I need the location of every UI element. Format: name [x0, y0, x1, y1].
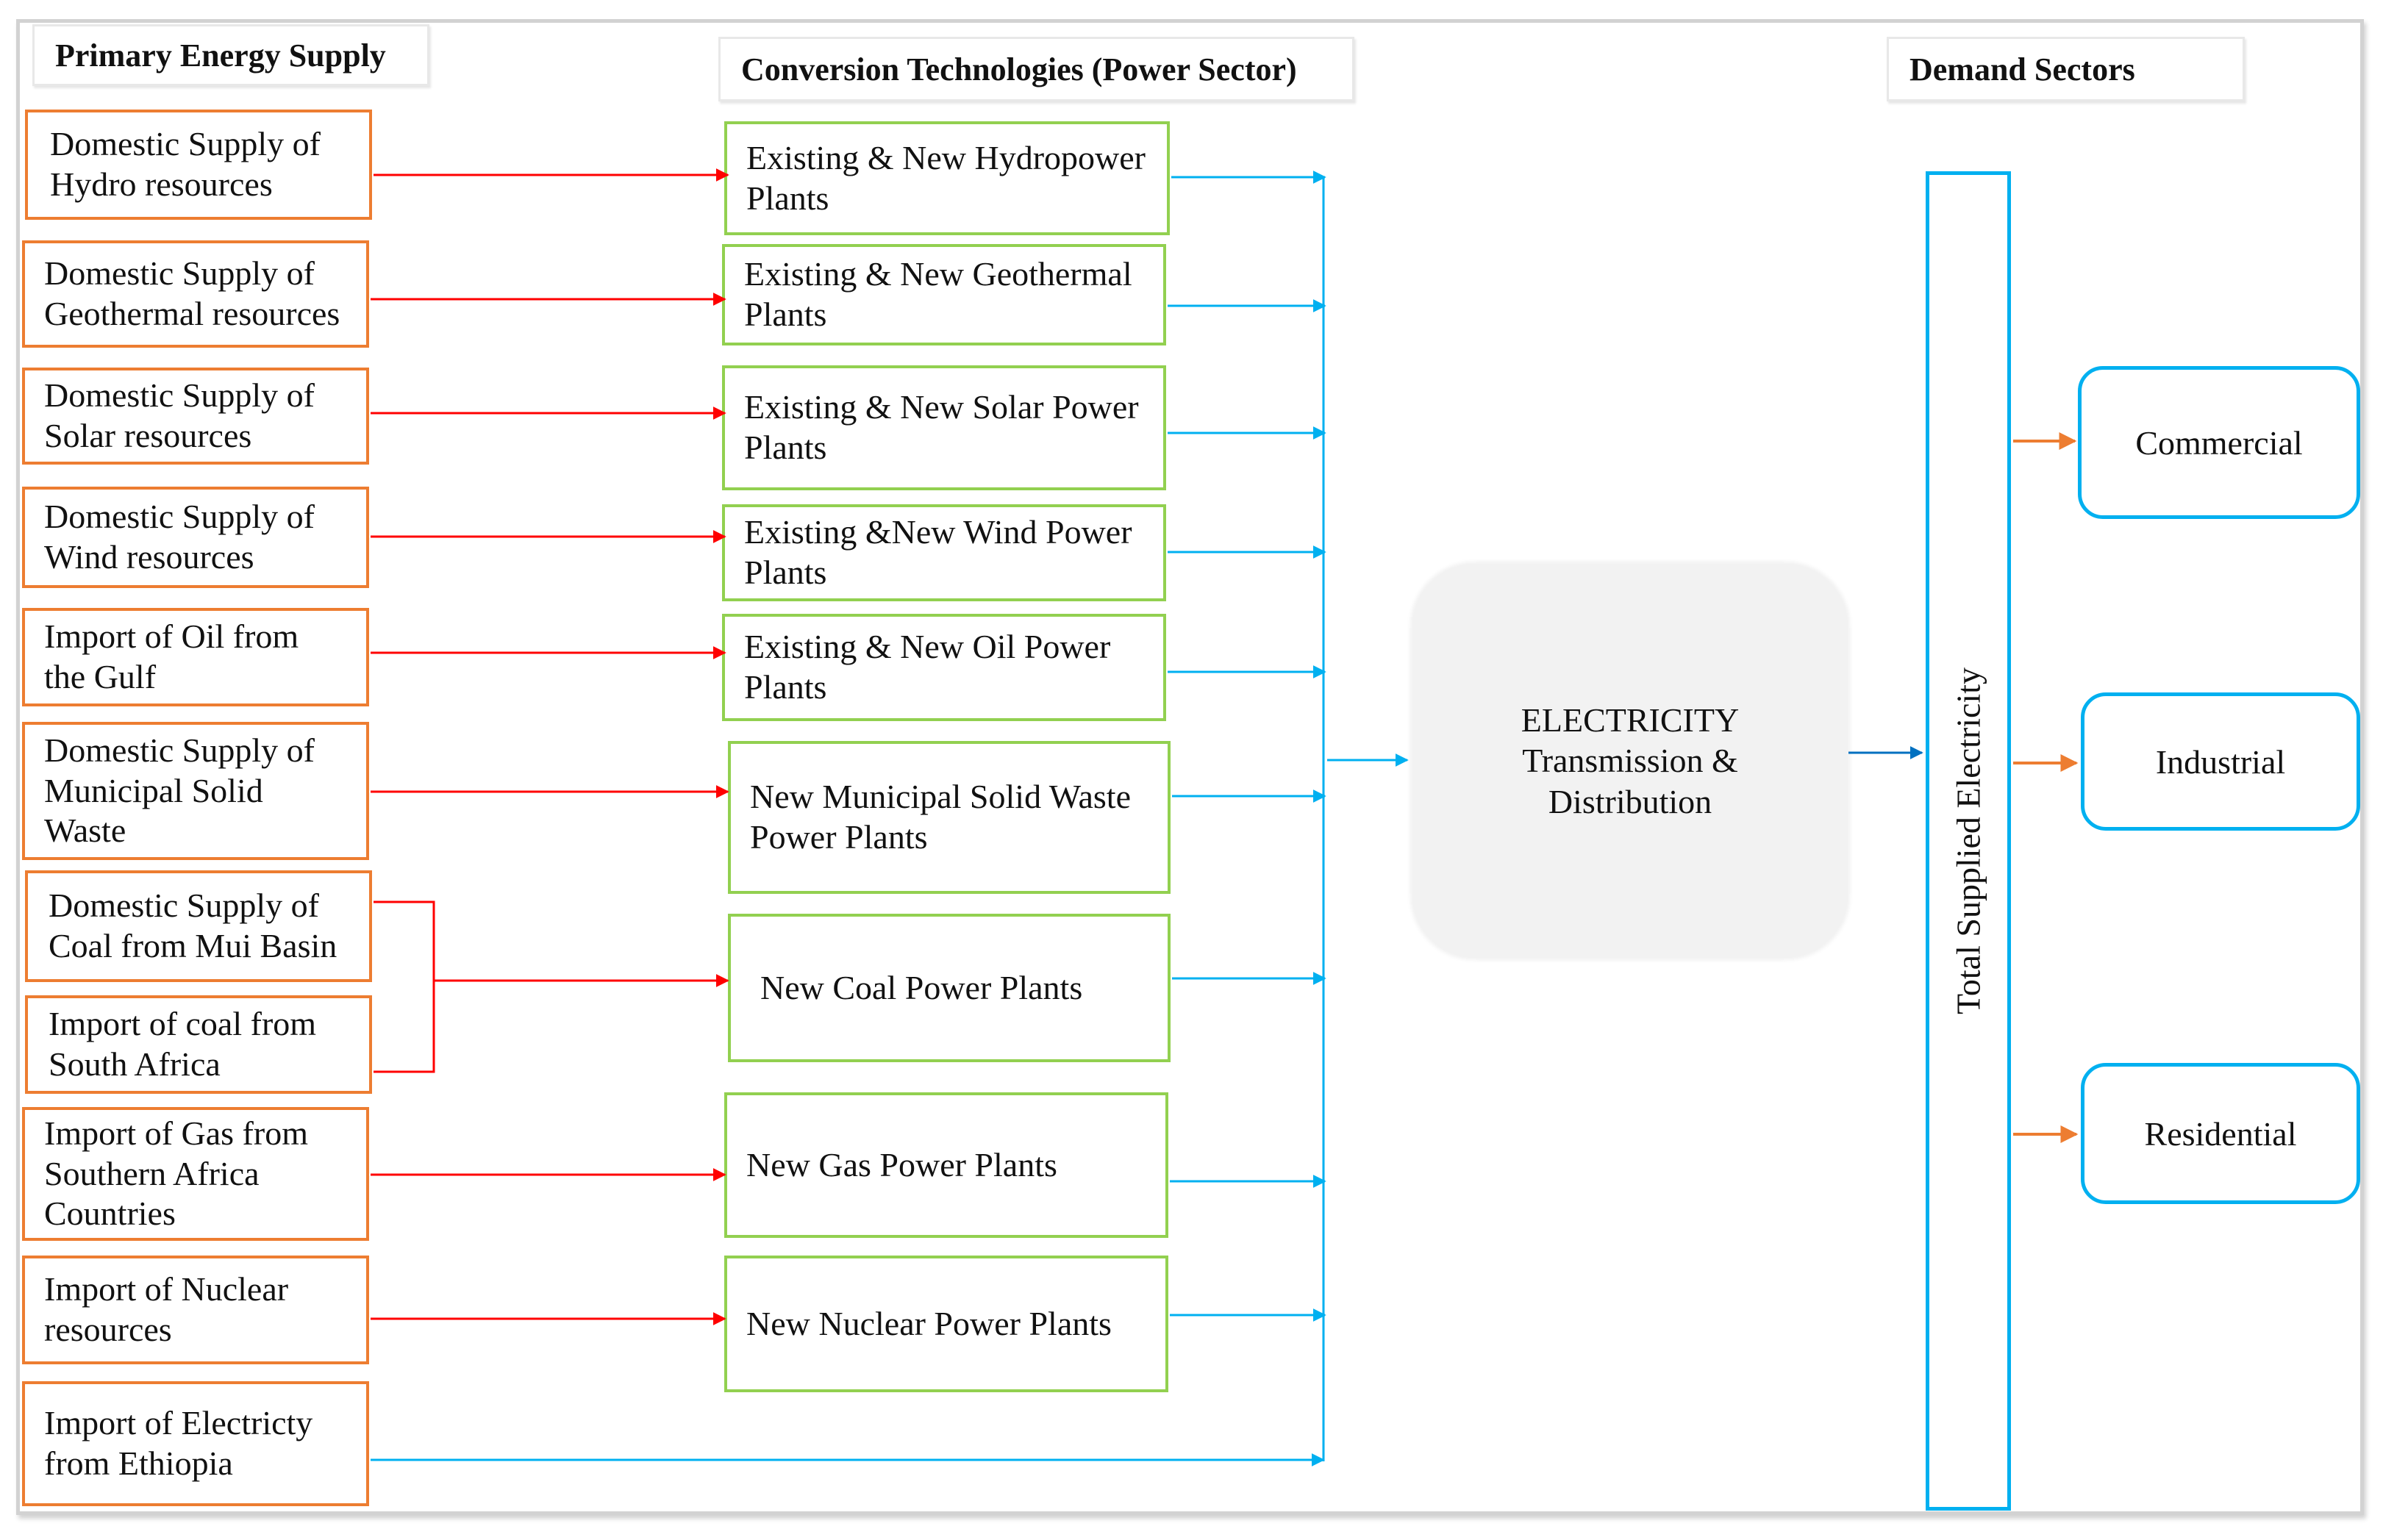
center-line-1: ELECTRICITY [1521, 701, 1740, 739]
header-demand-sectors: Demand Sectors [1887, 37, 2245, 101]
electricity-transmission-distribution: ELECTRICITY Transmission & Distribution [1413, 565, 1847, 957]
tech-nuclear: New Nuclear Power Plants [724, 1256, 1168, 1392]
header-primary-energy-supply: Primary Energy Supply [32, 24, 429, 86]
tech-geothermal: Existing & New Geothermal Plants [722, 244, 1166, 345]
source-msw: Domestic Supply of Municipal Solid Waste [22, 722, 369, 860]
center-line-2: Transmission & [1522, 742, 1738, 780]
source-coal-south-africa: Import of coal from South Africa [25, 995, 372, 1094]
tech-wind: Existing &New Wind Power Plants [722, 504, 1166, 601]
source-electricity-ethiopia: Import of Electricty from Ethiopia [22, 1381, 369, 1506]
demand-commercial: Commercial [2078, 366, 2360, 519]
source-coal-mui: Domestic Supply of Coal from Mui Basin [25, 870, 372, 982]
header-conversion-technologies: Conversion Technologies (Power Sector) [718, 37, 1354, 101]
center-line-3: Distribution [1548, 782, 1712, 820]
demand-residential: Residential [2081, 1063, 2360, 1204]
tech-hydropower: Existing & New Hydropower Plants [724, 121, 1170, 235]
total-supplied-electricity-bar: Total Supplied Electricity [1926, 171, 2011, 1511]
source-nuclear: Import of Nuclear resources [22, 1256, 369, 1364]
connector-coal-bracket [374, 900, 435, 1073]
tech-gas: New Gas Power Plants [724, 1092, 1168, 1238]
tech-solar: Existing & New Solar Power Plants [722, 365, 1166, 490]
source-gas: Import of Gas from Southern Africa Count… [22, 1107, 369, 1241]
source-wind: Domestic Supply of Wind resources [22, 487, 369, 588]
tech-msw: New Municipal Solid Waste Power Plants [728, 741, 1171, 894]
diagram-frame [16, 19, 2364, 1515]
source-geothermal: Domestic Supply of Geothermal resources [22, 240, 369, 348]
source-oil: Import of Oil from the Gulf [22, 608, 369, 706]
source-solar: Domestic Supply of Solar resources [22, 368, 369, 465]
tech-oil: Existing & New Oil Power Plants [722, 614, 1166, 721]
demand-industrial: Industrial [2081, 692, 2360, 831]
source-hydro: Domestic Supply of Hydro resources [25, 110, 372, 220]
tech-coal: New Coal Power Plants [728, 914, 1171, 1062]
